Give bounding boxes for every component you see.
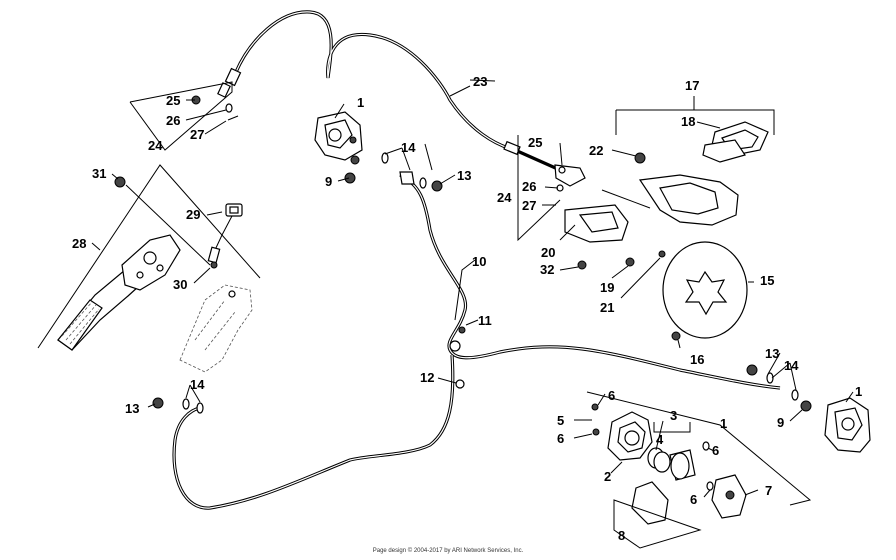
callout-7: 7 <box>765 483 772 498</box>
small-hardware <box>114 95 239 269</box>
callout-2: 2 <box>604 469 611 484</box>
caliper-kit <box>591 403 747 525</box>
callout-31: 31 <box>92 166 106 181</box>
callout-27: 27 <box>522 198 536 213</box>
callout-26: 26 <box>166 113 180 128</box>
callout-1: 1 <box>720 416 727 431</box>
callout-6: 6 <box>557 431 564 446</box>
copyright-footer: Page design © 2004-2017 by ARI Network S… <box>372 548 524 554</box>
callout-14: 14 <box>784 358 799 373</box>
callout-labels: 1 1 1 2 3 4 5 6 6 6 6 7 8 9 9 10 11 12 1… <box>72 74 862 543</box>
callout-13: 13 <box>457 168 471 183</box>
callout-5: 5 <box>557 413 564 428</box>
leader-lines <box>37 79 854 549</box>
callout-18: 18 <box>681 114 695 129</box>
callout-20: 20 <box>541 245 555 260</box>
callout-24: 24 <box>497 190 512 205</box>
callout-6: 6 <box>690 492 697 507</box>
callout-9: 9 <box>777 415 784 430</box>
parking-brake-lever <box>57 234 181 351</box>
callout-25: 25 <box>528 135 542 150</box>
front-caliper-hardware <box>344 152 443 192</box>
callout-4: 4 <box>656 432 664 447</box>
callout-22: 22 <box>589 143 603 158</box>
callout-16: 16 <box>690 352 704 367</box>
callout-29: 29 <box>186 207 200 222</box>
callout-6: 6 <box>608 388 615 403</box>
brake-lines <box>172 173 781 510</box>
callout-21: 21 <box>600 300 614 315</box>
rear-caliper <box>746 364 871 453</box>
callout-1: 1 <box>357 95 364 110</box>
callout-12: 12 <box>420 370 434 385</box>
callout-9: 9 <box>325 174 332 189</box>
callout-13: 13 <box>125 401 139 416</box>
callout-26: 26 <box>522 179 536 194</box>
parking-caliper-assembly <box>554 121 769 226</box>
callout-6: 6 <box>712 443 719 458</box>
callout-13: 13 <box>765 346 779 361</box>
callout-3: 3 <box>670 408 677 423</box>
callout-1: 1 <box>855 384 862 399</box>
line-end-hardware <box>152 397 204 414</box>
callout-8: 8 <box>618 528 625 543</box>
callout-32: 32 <box>540 262 554 277</box>
callout-11: 11 <box>478 313 492 328</box>
callout-24: 24 <box>148 138 163 153</box>
frame-bracket-sketch <box>179 284 253 373</box>
callout-15: 15 <box>760 273 774 288</box>
callout-23: 23 <box>473 74 487 89</box>
callout-27: 27 <box>190 127 204 142</box>
callout-28: 28 <box>72 236 86 251</box>
callout-14: 14 <box>401 140 416 155</box>
brake-disc <box>662 241 748 341</box>
callout-30: 30 <box>173 277 187 292</box>
front-caliper <box>314 111 363 165</box>
callout-17: 17 <box>685 78 699 93</box>
callout-10: 10 <box>472 254 486 269</box>
callout-14: 14 <box>190 377 205 392</box>
parking-brake-cable <box>217 10 561 172</box>
mounting-bracket <box>564 204 666 270</box>
parking-brake-switch <box>207 203 243 264</box>
callout-25: 25 <box>166 93 180 108</box>
callout-19: 19 <box>600 280 614 295</box>
